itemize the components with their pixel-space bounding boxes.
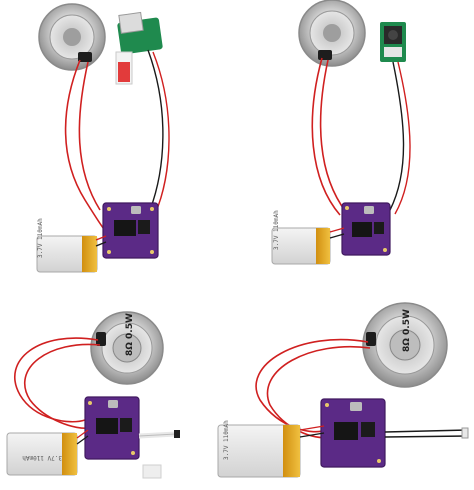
svg-text:8Ω 0.5W: 8Ω 0.5W xyxy=(402,309,412,352)
svg-text:3.7V 110mAh: 3.7V 110mAh xyxy=(37,218,44,258)
speaker-top-left xyxy=(38,3,106,71)
speaker-top-right xyxy=(298,0,366,67)
svg-text:3.7V 110mAh: 3.7V 110mAh xyxy=(223,420,230,460)
battery-bottom-right: 3.7V 110mAh xyxy=(217,420,301,478)
panel-bottom-right: 8Ω 0.5W 3.7V 110mAh xyxy=(217,302,469,478)
ribbon-switch-bottom-left xyxy=(138,430,180,479)
panel-top-left: 3.7V 110mAh xyxy=(36,3,170,273)
panel-bottom-left: 8Ω 0.5W 3.7V 110mAh xyxy=(6,311,180,479)
svg-text:3.7V 110mAh: 3.7V 110mAh xyxy=(22,454,62,461)
panel-top-right: 3.7V 110mAh xyxy=(271,0,411,265)
pcb-bottom-left xyxy=(84,396,140,460)
wire-switch-bottom-right xyxy=(384,427,469,439)
battery-top-left: 3.7V 110mAh xyxy=(36,218,98,273)
pcb-top-right xyxy=(341,202,391,256)
pcb-top-left xyxy=(102,202,159,259)
pcb-bottom-right xyxy=(320,398,386,468)
speaker-bottom-right: 8Ω 0.5W xyxy=(362,302,448,388)
button-module-top-right xyxy=(380,22,406,62)
svg-text:8Ω 0.5W: 8Ω 0.5W xyxy=(125,313,135,356)
sensor-module-top-left xyxy=(115,11,163,85)
speaker-bottom-left: 8Ω 0.5W xyxy=(90,311,164,385)
battery-bottom-left: 3.7V 110mAh xyxy=(6,432,78,476)
battery-top-right: 3.7V 110mAh xyxy=(271,210,331,265)
svg-text:3.7V 110mAh: 3.7V 110mAh xyxy=(273,210,280,250)
